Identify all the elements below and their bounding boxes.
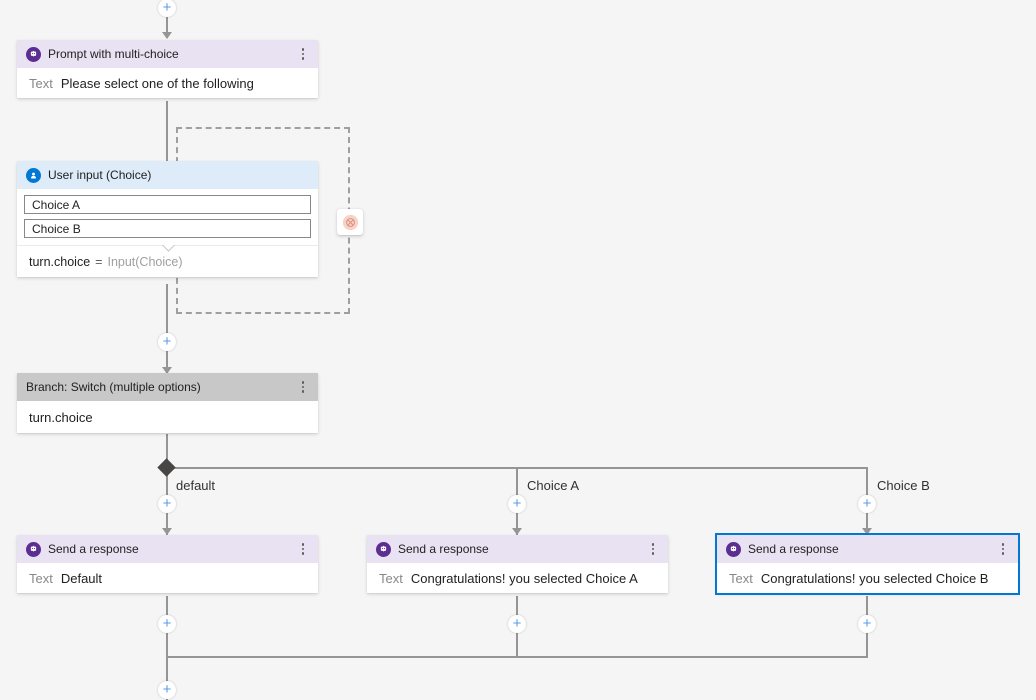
choice-option-label: Choice A [32,197,81,212]
cancel-circle-icon[interactable] [337,209,363,235]
choice-option-a[interactable]: Choice A [24,195,311,214]
node-body-value: Congratulations! you selected Choice A [410,570,638,586]
plus-icon: + [512,494,522,512]
equals-sign: = [95,254,103,269]
node-send-a-response-choice-b[interactable]: Send a response Text Congratulations! yo… [715,533,1020,595]
property-name: turn.choice [29,254,91,269]
more-options-icon[interactable] [646,543,660,555]
node-title: Branch: Switch (multiple options) [26,380,201,394]
bot-message-icon [726,541,741,557]
plus-icon: + [512,614,522,632]
plus-icon: + [162,0,172,16]
connector-branch-arrow [162,367,172,374]
connector-default-arrow [162,528,172,535]
plus-icon: + [862,614,872,632]
node-title: Send a response [398,542,489,556]
add-node-button-choice-b[interactable]: + [858,495,876,513]
node-header: Branch: Switch (multiple options) [17,373,318,401]
plus-icon: + [162,680,172,698]
user-person-icon [26,167,41,183]
merge-horizontal-rail [166,656,868,658]
connector-prompt-to-input [166,101,168,161]
branch-label-choice-b: Choice B [877,478,930,493]
node-send-a-response-choice-a[interactable]: Send a response Text Congratulations! yo… [367,535,668,593]
plus-icon: + [162,332,172,350]
add-node-button-end[interactable]: + [158,681,176,699]
plus-icon: + [162,494,172,512]
more-options-icon[interactable] [996,543,1010,555]
choice-option-b[interactable]: Choice B [24,219,311,238]
node-title: Send a response [748,542,839,556]
more-options-icon[interactable] [296,543,310,555]
node-header: Send a response [717,535,1018,563]
node-header: Send a response [367,535,668,563]
node-body-key: Text [379,570,403,586]
connector-choice-a-arrow [512,528,522,535]
node-body-key: Text [29,570,53,586]
node-header: User input (Choice) [17,161,318,189]
branch-label-choice-a: Choice A [527,478,580,493]
add-node-button-default[interactable]: + [158,495,176,513]
node-header: Send a response [17,535,318,563]
add-node-button-before-branch[interactable]: + [158,333,176,351]
plus-icon: + [162,614,172,632]
add-node-button-top[interactable]: + [158,0,176,17]
node-title: User input (Choice) [48,168,152,182]
node-header: Prompt with multi-choice [17,40,318,68]
connector-top [166,16,168,38]
choice-list: Choice A Choice B [17,189,318,245]
node-body-key: Text [729,570,753,586]
choice-option-label: Choice B [32,221,81,236]
node-branch-switch[interactable]: Branch: Switch (multiple options) turn.c… [17,373,318,433]
connector-flow-end [166,656,168,700]
connector-branch-stem [166,434,168,468]
node-body-value: Congratulations! you selected Choice B [760,570,989,586]
property-source: Input(Choice) [107,254,183,269]
add-node-button-after-choice-b[interactable]: + [858,615,876,633]
bot-message-icon [26,46,41,62]
bot-message-icon [26,541,41,557]
branch-condition: turn.choice [29,409,93,425]
node-body: Text Congratulations! you selected Choic… [367,563,668,593]
connector-input-to-branch [166,284,168,374]
node-body: Text Please select one of the following [17,68,318,98]
add-node-button-after-default[interactable]: + [158,615,176,633]
more-options-icon[interactable] [296,381,310,393]
more-options-icon[interactable] [296,48,310,60]
bot-message-icon [376,541,391,557]
node-property-assignment: turn.choice = Input(Choice) [17,245,318,277]
node-body: Text Default [17,563,318,593]
notch-decoration [159,245,177,253]
node-body: turn.choice [17,401,318,433]
node-body: Text Congratulations! you selected Choic… [717,563,1018,593]
branch-junction-diamond [157,458,176,477]
node-user-input-choice[interactable]: User input (Choice) Choice A Choice B tu… [17,161,318,277]
node-title: Send a response [48,542,139,556]
node-body-value: Default [60,570,103,586]
branch-label-default: default [176,478,216,493]
plus-icon: + [862,494,872,512]
connector-top-arrow [162,32,172,39]
add-node-button-after-choice-a[interactable]: + [508,615,526,633]
add-node-button-choice-a[interactable]: + [508,495,526,513]
node-send-a-response-default[interactable]: Send a response Text Default [17,535,318,593]
node-body-key: Text [29,75,53,91]
connector-choice-b-arrow [862,528,872,535]
node-body-value: Please select one of the following [60,75,254,91]
node-prompt-with-multi-choice[interactable]: Prompt with multi-choice Text Please sel… [17,40,318,98]
node-title: Prompt with multi-choice [48,47,179,61]
